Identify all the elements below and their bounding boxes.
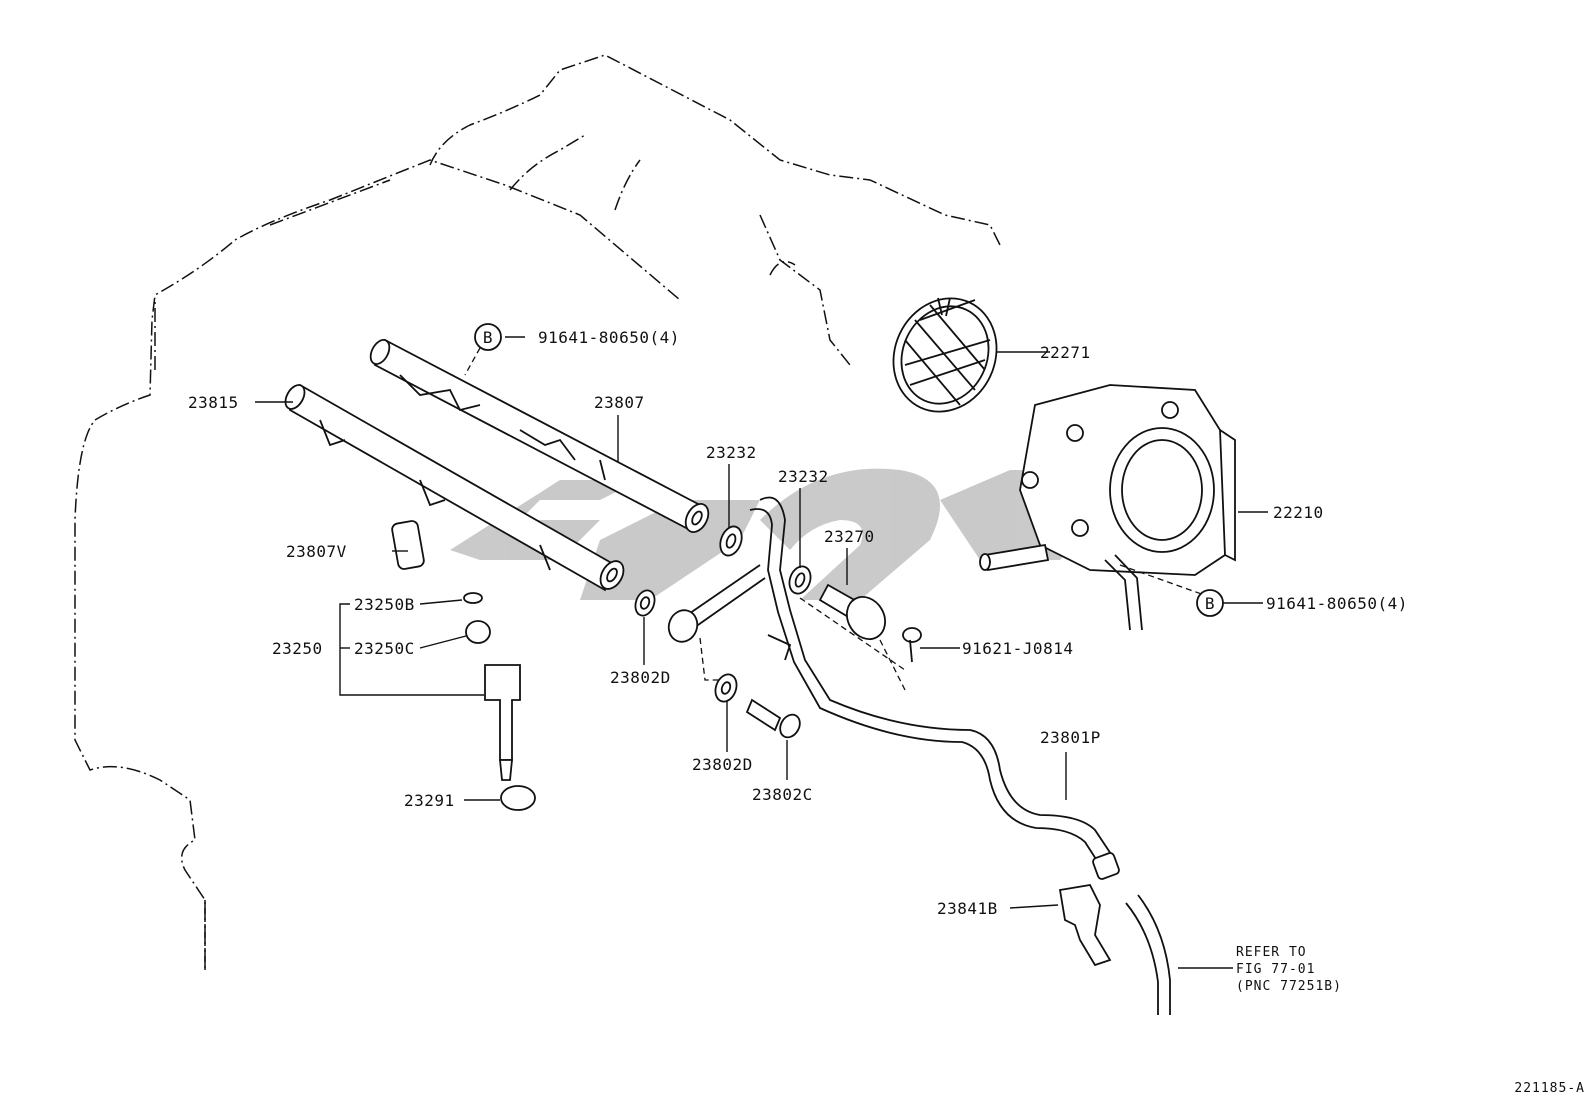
o-ring-23232-b <box>788 565 812 595</box>
o-ring-23250b <box>463 592 483 604</box>
label-23802c: 23802C <box>752 785 813 804</box>
callout-b-top-text: B <box>483 328 493 347</box>
label-23232-a: 23232 <box>706 443 757 462</box>
fuel-rail-lower <box>284 383 625 592</box>
label-91641-right: 91641-80650(4) <box>1266 594 1408 613</box>
damper-23807v <box>391 520 425 570</box>
callout-b-right: B <box>1196 589 1224 617</box>
label-91641-top: 91641-80650(4) <box>538 328 680 347</box>
label-23250b: 23250B <box>354 595 415 614</box>
cap-23250c <box>465 620 491 644</box>
label-23815: 23815 <box>188 393 239 412</box>
label-23232-b: 23232 <box>778 467 829 486</box>
reference-line-2: FIG 77-01 <box>1236 962 1315 977</box>
union-bolt-23802c <box>745 698 801 739</box>
label-23802d-a: 23802D <box>610 668 671 687</box>
label-23802d-b: 23802D <box>692 755 753 774</box>
clip-23841b <box>1058 884 1112 967</box>
figure-code: 221185-A <box>1514 1081 1585 1096</box>
callout-b-top: B <box>474 323 502 351</box>
return-hose <box>1125 894 1171 1015</box>
label-23270: 23270 <box>824 527 875 546</box>
engine-outline <box>74 54 1001 970</box>
label-22210: 22210 <box>1273 503 1324 522</box>
fuel-pipe-23801p <box>667 496 1120 880</box>
callout-b-right-text: B <box>1205 594 1215 613</box>
label-23841b: 23841B <box>937 899 998 918</box>
fuel-rail-upper <box>369 338 710 533</box>
injector-23250 <box>484 664 521 781</box>
gasket-23802d-a <box>634 589 656 617</box>
label-23801p: 23801P <box>1040 728 1101 747</box>
reference-line-3: (PNC 77251B) <box>1236 979 1342 994</box>
label-23807v: 23807V <box>286 542 347 561</box>
label-23807: 23807 <box>594 393 645 412</box>
screw-91621 <box>902 627 922 663</box>
reference-line-1: REFER TO <box>1236 945 1307 960</box>
throttle-body-22210 <box>979 384 1236 631</box>
reference-note: REFER TO FIG 77-01 (PNC 77251B) <box>1236 945 1342 994</box>
o-ring-23232-a <box>719 525 743 557</box>
gasket-23802d-b <box>714 673 738 703</box>
label-22271: 22271 <box>1040 343 1091 362</box>
leader-lines <box>255 336 1268 969</box>
insulator-23291 <box>500 785 536 811</box>
label-23250c: 23250C <box>354 639 415 658</box>
part-labels: 91641-80650(4) 23815 23807 23232 23232 2… <box>188 328 1408 918</box>
label-91621: 91621-J0814 <box>962 639 1073 658</box>
label-23291: 23291 <box>404 791 455 810</box>
label-23250: 23250 <box>272 639 323 658</box>
screen-22271 <box>892 297 998 413</box>
pressure-regulator-23270 <box>818 583 886 640</box>
